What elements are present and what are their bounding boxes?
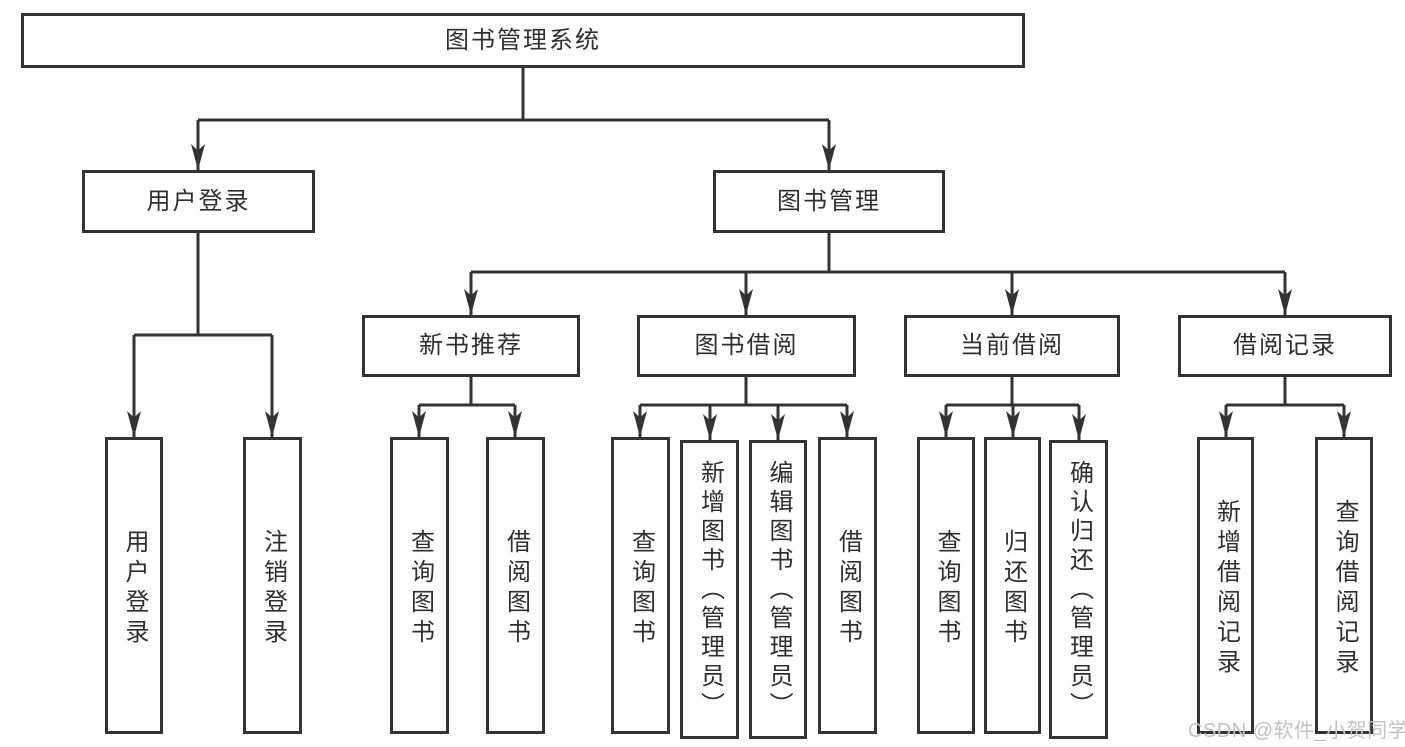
leaf-recommend-query-book: 查询图书 [390,437,449,734]
leaf-current-confirm-return-admin: 确认归还（管理员） [1049,440,1108,739]
leaf-user-login: 用户登录 [105,437,163,734]
leaf-current-return-book: 归还图书 [984,437,1041,734]
node-user-login: 用户登录 [82,170,315,233]
csdn-watermark: CSDN @软件_小贺同学 [1188,720,1405,742]
leaf-borrow-add-book-admin: 新增图书（管理员） [680,440,739,739]
node-borrow-record: 借阅记录 [1178,315,1392,377]
node-new-book-recommend: 新书推荐 [362,315,580,377]
leaf-borrow-edit-book-admin: 编辑图书（管理员） [749,440,807,739]
leaf-record-query-record: 查询借阅记录 [1315,437,1373,734]
leaf-borrow-borrow-book: 借阅图书 [818,437,877,734]
node-root: 图书管理系统 [21,13,1025,68]
node-book-borrow: 图书借阅 [637,315,856,377]
leaf-borrow-query-book: 查询图书 [611,437,670,734]
leaf-current-query-book: 查询图书 [917,437,975,734]
node-current-borrow: 当前借阅 [904,315,1120,377]
leaf-record-add-record: 新增借阅记录 [1197,437,1254,734]
leaf-logout: 注销登录 [243,437,302,734]
node-book-management: 图书管理 [713,170,945,233]
leaf-recommend-borrow-book: 借阅图书 [486,437,545,734]
